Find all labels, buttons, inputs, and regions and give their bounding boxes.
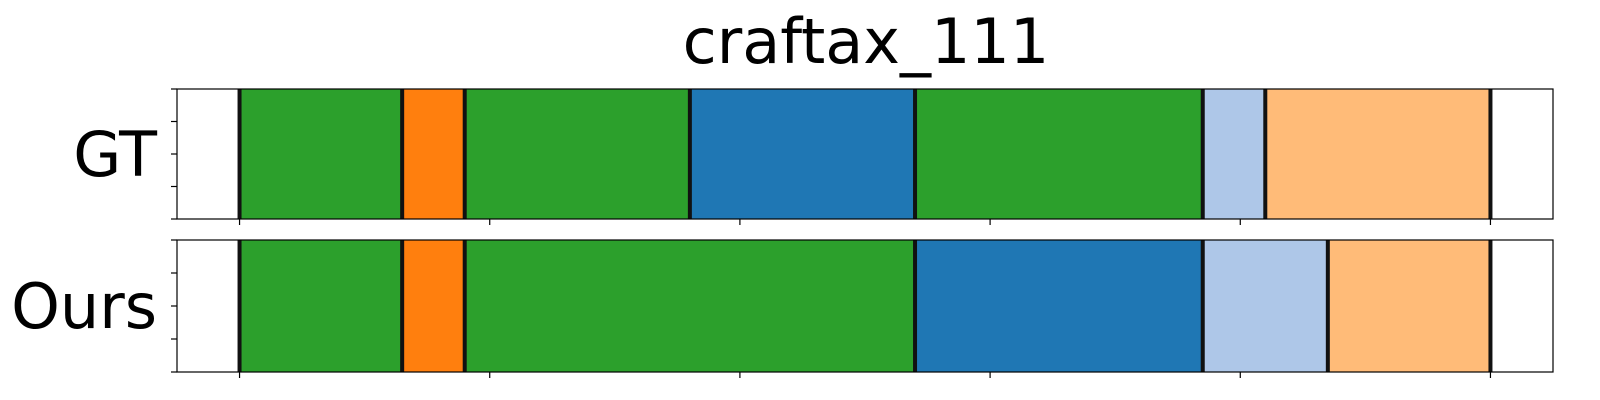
segment-ours-6 — [1327, 240, 1491, 372]
row-label-ours: Ours — [11, 270, 157, 343]
segment-ours-3 — [464, 240, 916, 372]
timeline-row-gt: GT — [73, 88, 1554, 225]
rows-layer: GT Ours — [11, 88, 1554, 378]
timeline-row-ours: Ours — [11, 239, 1554, 378]
row-label-gt: GT — [73, 118, 158, 191]
segment-gt-7 — [1265, 89, 1491, 219]
segment-ours-4 — [915, 240, 1203, 372]
segment-gt-4 — [689, 89, 916, 219]
segment-gt-5 — [915, 89, 1203, 219]
segment-ours-2 — [402, 240, 465, 372]
segment-ours-5 — [1202, 240, 1328, 372]
chart-title: craftax_111 — [683, 5, 1050, 78]
segment-gt-1 — [239, 89, 403, 219]
segment-gt-2 — [402, 89, 465, 219]
segment-gt-3 — [464, 89, 690, 219]
segment-gt-6 — [1202, 89, 1266, 219]
segment-ours-1 — [239, 240, 403, 372]
